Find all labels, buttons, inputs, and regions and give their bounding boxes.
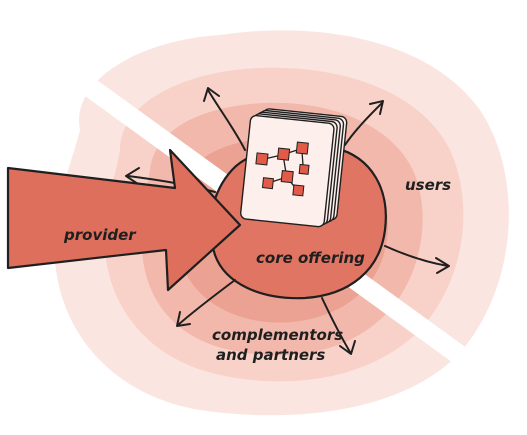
core-offering-label: core offering [256, 249, 365, 267]
provider-arrow [6, 148, 242, 292]
arrow-bottom-right [321, 297, 351, 353]
arrow-right-head [435, 257, 450, 274]
arrow-top-left [207, 89, 246, 151]
arrow-bottom-left-head [176, 311, 191, 327]
users-label: users [405, 176, 451, 194]
network-diagram-stack-icon [240, 108, 348, 228]
arrow-bottom-right-head [339, 340, 356, 355]
complementors-label-line1: complementors [212, 326, 343, 344]
complementors-label-line2: and partners [216, 346, 325, 364]
arrow-right [384, 245, 449, 267]
arrow-left-head [125, 167, 140, 185]
arrow-top-left-head [203, 87, 220, 102]
arrow-top-right [344, 102, 383, 146]
arrow-top-right-head [369, 100, 384, 115]
arrow-bottom-left [177, 279, 236, 326]
provider-label: provider [63, 226, 137, 244]
